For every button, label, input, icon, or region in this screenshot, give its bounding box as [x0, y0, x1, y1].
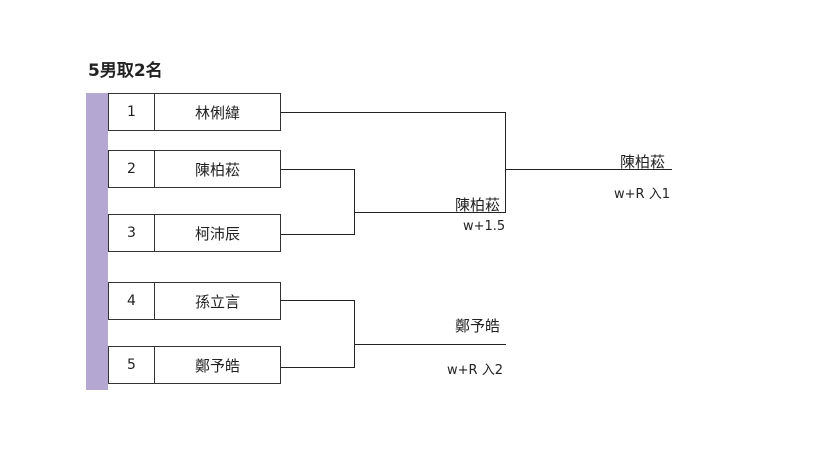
entry-row-1: 1 林俐緯 — [108, 93, 281, 131]
player-name: 孫立言 — [194, 292, 240, 311]
bracket-line-entry-5 — [281, 367, 355, 368]
final-a-winner-name: 陳柏菘 — [620, 153, 666, 171]
bracket-line-entry-2 — [281, 169, 355, 170]
seed-number: 2 — [109, 151, 155, 187]
player-name: 陳柏菘 — [194, 160, 240, 179]
seed-number: 4 — [109, 283, 155, 319]
seed-number: 3 — [109, 215, 155, 251]
group-color-bar — [86, 93, 108, 390]
bracket-line-final-a-winner — [505, 169, 672, 170]
player-name: 鄭予皓 — [194, 356, 240, 375]
bracket-connector-final-a — [505, 112, 506, 213]
seed-number: 1 — [109, 94, 155, 130]
bracket-title: 5男取2名 — [88, 61, 163, 81]
final-a-score: w+R 入1 — [614, 187, 670, 202]
semi-a-winner-name: 陳柏菘 — [455, 196, 501, 214]
bracket-connector-2-3 — [354, 169, 355, 235]
bracket-line-semi-a-winner — [354, 212, 506, 213]
seed-number: 5 — [109, 347, 155, 383]
final-b-score: w+R 入2 — [447, 363, 503, 378]
bracket-line-entry-3 — [281, 234, 355, 235]
entry-row-4: 4 孫立言 — [108, 282, 281, 320]
bracket-line-entry-1 — [281, 112, 506, 113]
entry-row-2: 2 陳柏菘 — [108, 150, 281, 188]
bracket-line-final-b-winner — [354, 344, 506, 345]
semi-a-score: w+1.5 — [463, 219, 506, 234]
player-name: 柯沛辰 — [194, 224, 240, 243]
bracket-connector-4-5 — [354, 300, 355, 368]
bracket-line-entry-4 — [281, 300, 355, 301]
player-name: 林俐緯 — [194, 103, 240, 122]
entry-row-5: 5 鄭予皓 — [108, 346, 281, 384]
final-b-winner-name: 鄭予皓 — [455, 317, 501, 335]
entry-row-3: 3 柯沛辰 — [108, 214, 281, 252]
